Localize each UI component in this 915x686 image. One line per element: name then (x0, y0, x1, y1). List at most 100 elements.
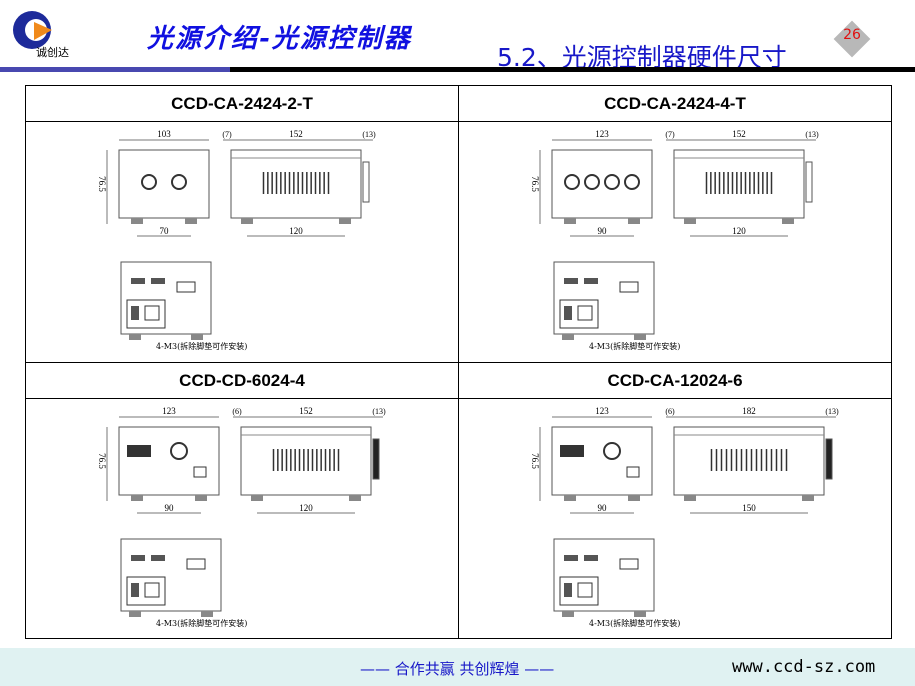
dim-side-length: 152 (299, 406, 313, 416)
rear-view (553, 261, 655, 335)
controller-dimensions-table: CCD-CA-2424-2-T CCD-CA-2424-4-T 103 76.5 7… (25, 85, 892, 639)
dim-side-foot: 120 (289, 226, 303, 236)
foot (339, 218, 351, 224)
dim-foot-spacing: 90 (165, 503, 175, 513)
foot (131, 218, 143, 224)
output-port-icon (584, 555, 598, 561)
knob-icon (564, 174, 580, 190)
dimension-drawing: 103 76.5 70 (7) 152 (13) 120 4-M3(拆除脚垫可作安装) (97, 129, 376, 351)
side-view (673, 426, 825, 496)
foot (628, 218, 640, 224)
foot (634, 611, 646, 617)
foot (634, 334, 646, 340)
header-divider (230, 67, 915, 72)
front-view (551, 426, 653, 496)
output-port-icon (151, 278, 165, 284)
side-view (230, 149, 362, 219)
rear-view (120, 261, 212, 335)
dim-side-foot: 120 (732, 226, 746, 236)
power-socket-icon (577, 582, 593, 598)
output-port-icon (131, 555, 145, 561)
power-socket-icon (144, 582, 160, 598)
model-header: CCD-CA-12024-6 (458, 362, 892, 399)
display-icon (127, 445, 151, 457)
dim-front-width: 103 (157, 129, 171, 139)
foot (129, 334, 141, 340)
output-port-icon (584, 278, 598, 284)
foot (191, 334, 203, 340)
foot (131, 495, 143, 501)
dim-side-foot: 150 (742, 503, 756, 513)
mount-note: 4-M3(拆除脚垫可作安装) (156, 618, 247, 628)
terminal-block-icon (619, 281, 639, 293)
knob-icon (171, 174, 187, 190)
dim-front-width: 123 (595, 129, 609, 139)
company-logo: 诚创达 (8, 8, 88, 60)
knob-icon (624, 174, 640, 190)
power-switch-icon (564, 583, 572, 597)
foot (564, 218, 576, 224)
terminal-block-icon (619, 558, 639, 570)
rear-connector (362, 161, 370, 203)
foot (802, 495, 814, 501)
output-port-icon (564, 555, 578, 561)
foot (241, 218, 253, 224)
dim-side-left: (6) (665, 407, 675, 416)
footer-band: —— 合作共赢 共创辉煌 —— www.ccd-sz.com (0, 648, 915, 686)
terminal-block-icon (186, 558, 206, 570)
footer-url: www.ccd-sz.com (732, 657, 876, 677)
page-title: 光源介绍-光源控制器 (147, 24, 412, 54)
dim-side-length: 152 (732, 129, 746, 139)
display-icon (560, 445, 584, 457)
dim-side-left: (6) (232, 407, 242, 416)
foot (782, 218, 794, 224)
model-header: CCD-CA-2424-4-T (458, 85, 892, 122)
power-switch-icon (131, 583, 139, 597)
dimension-drawing-cell: 123 76.5 90 (6) 152 (13) 120 4-M3(拆除脚垫可作安装) (25, 398, 459, 639)
dim-side-left: (7) (222, 130, 232, 139)
dimension-drawing: 123 76.5 90 (6) 152 (13) 120 4-M3(拆除脚垫可作安装) (97, 406, 386, 628)
foot (564, 495, 576, 501)
dim-side-length: 182 (742, 406, 756, 416)
dim-height: 76.5 (97, 176, 107, 192)
foot (562, 611, 574, 617)
rear-view (120, 538, 222, 612)
mount-note: 4-M3(拆除脚垫可作安装) (156, 341, 247, 351)
dimension-drawing-cell: 103 76.5 70 (7) 152 (13) 120 4-M3(拆除脚垫可作安装) (25, 121, 459, 363)
terminal-block-icon (176, 281, 196, 293)
dim-foot-spacing: 90 (598, 503, 608, 513)
rear-connector (805, 161, 813, 203)
dim-front-width: 123 (162, 406, 176, 416)
mount-note: 4-M3(拆除脚垫可作安装) (589, 341, 680, 351)
power-module (126, 299, 166, 329)
foot (129, 611, 141, 617)
foot (251, 495, 263, 501)
dim-side-length: 152 (289, 129, 303, 139)
dim-side-right: (13) (372, 407, 386, 416)
foot (185, 218, 197, 224)
front-view (118, 426, 220, 496)
rear-view (553, 538, 655, 612)
dim-front-width: 123 (595, 406, 609, 416)
power-switch-icon (564, 306, 572, 320)
dim-side-right: (13) (825, 407, 839, 416)
dim-height: 76.5 (97, 453, 107, 469)
dim-foot-spacing: 70 (160, 226, 170, 236)
dim-height: 76.5 (530, 176, 540, 192)
output-port-icon (564, 278, 578, 284)
output-port-icon (151, 555, 165, 561)
knob-icon (170, 442, 188, 460)
foot (628, 495, 640, 501)
dim-side-left: (7) (665, 130, 675, 139)
model-header: CCD-CA-2424-2-T (25, 85, 459, 122)
foot (201, 611, 213, 617)
dim-side-right: (13) (362, 130, 376, 139)
power-switch-icon (131, 306, 139, 320)
dim-side-foot: 120 (299, 503, 313, 513)
foot (562, 334, 574, 340)
knob-icon (141, 174, 157, 190)
output-port-icon (131, 278, 145, 284)
footer-slogan: —— 合作共赢 共创辉煌 —— (360, 660, 555, 678)
